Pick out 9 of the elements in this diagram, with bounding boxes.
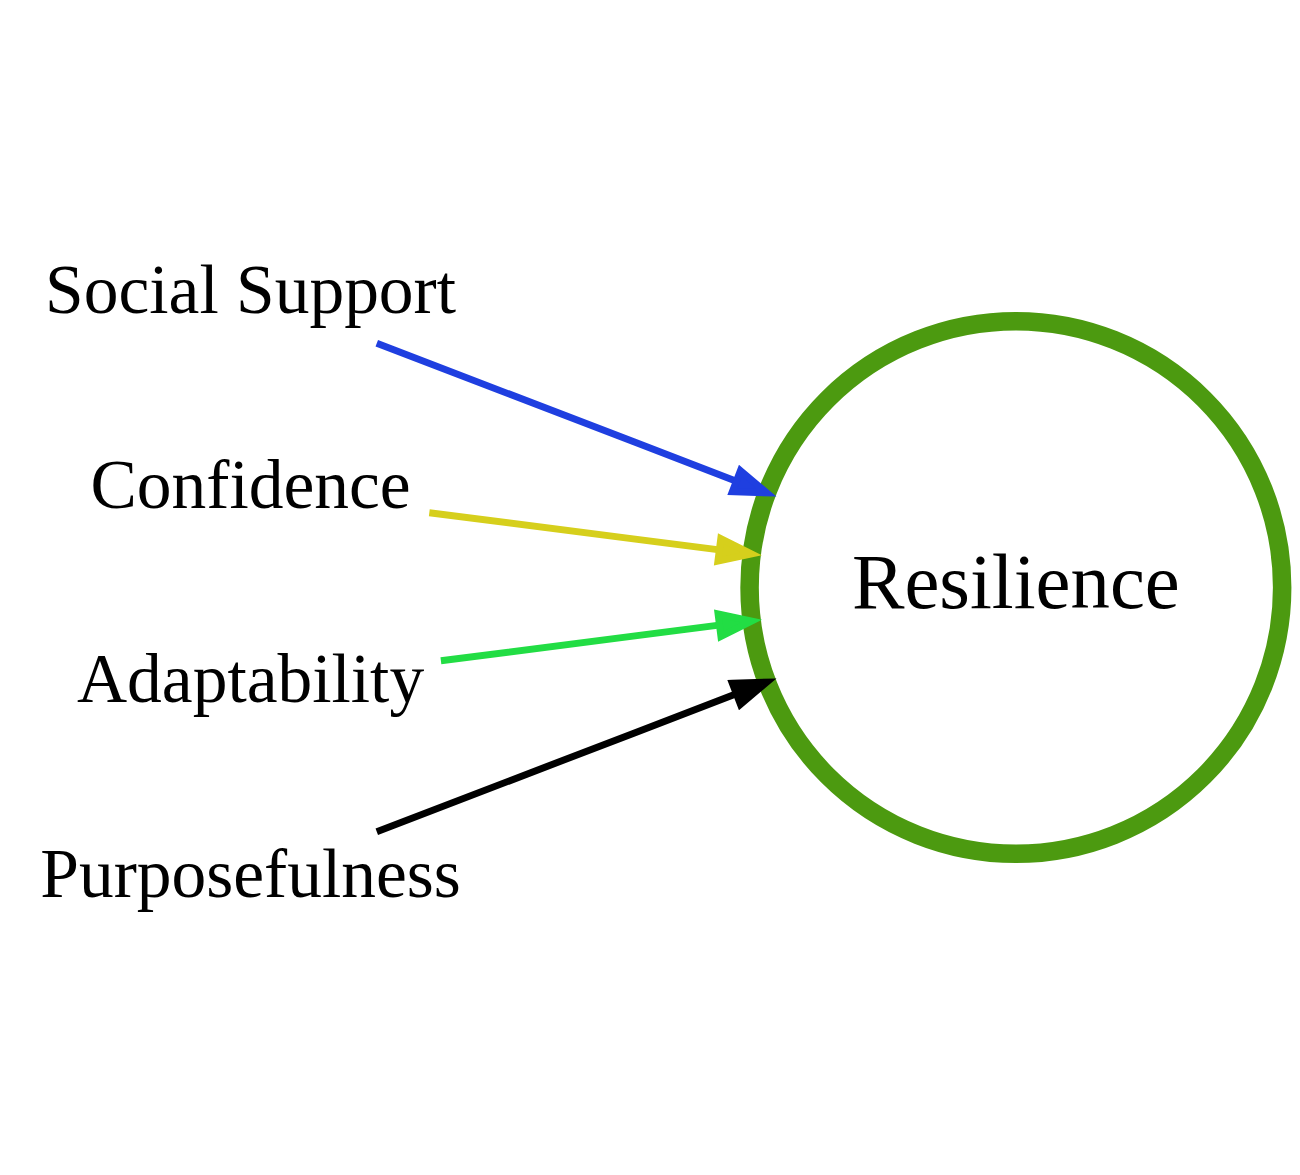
node-text: Confidence: [90, 445, 411, 523]
node-text: Social Support: [45, 251, 457, 329]
node-circle: Resilience: [740, 311, 1292, 864]
arrow: [428, 509, 762, 566]
arrow: [375, 678, 777, 835]
arrow: [440, 609, 763, 665]
node-text: Adaptability: [76, 640, 425, 718]
node-text: Purposefulness: [40, 834, 461, 912]
arrow: [375, 340, 777, 497]
